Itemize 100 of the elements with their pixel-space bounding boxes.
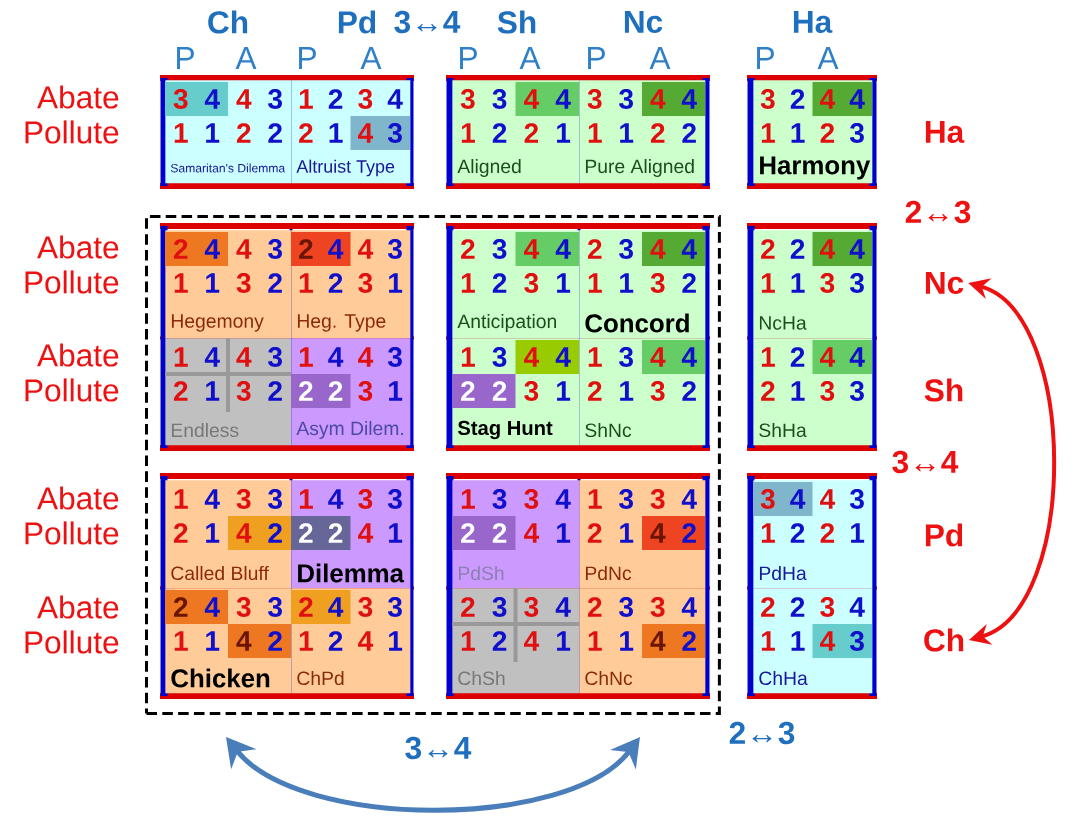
payoff-number: 1: [761, 631, 775, 651]
payoff-number: 4: [328, 597, 344, 617]
payoff-number: 2: [587, 523, 602, 543]
payoff-number: 4: [524, 631, 540, 651]
payoff-number: 4: [790, 489, 806, 509]
payoff-number: 3: [268, 239, 282, 259]
game-name: PdSh: [458, 565, 504, 581]
payoff-number: 1: [461, 631, 475, 651]
payoff-number: 2: [328, 89, 343, 109]
game-cell: [753, 480, 873, 589]
game-cell: [753, 80, 873, 184]
game-cell: [165, 480, 292, 589]
payoff-number: 4: [650, 631, 666, 651]
game-name: Samaritan's Dilemma: [170, 163, 286, 173]
payoff-number: 4: [555, 89, 571, 109]
payoff-number: 2: [268, 523, 282, 543]
game-name: Altruist Type: [296, 159, 395, 177]
payoff-number: 4: [650, 523, 666, 543]
payoff-number: 1: [620, 631, 634, 651]
payoff-number: 4: [849, 347, 865, 367]
payoff-number: 3: [650, 597, 665, 617]
payoff-number: 3: [619, 347, 633, 367]
game-cell: [753, 338, 873, 446]
payoff-number: 3: [492, 239, 507, 259]
payoff-number: 3: [268, 347, 282, 367]
payoff-number: 3: [524, 489, 539, 509]
payoff-number: 4: [681, 89, 697, 109]
payoff-number: 1: [174, 489, 188, 509]
payoff-number: 4: [555, 239, 571, 259]
game-cell: [452, 480, 580, 589]
column-header: Pd: [338, 10, 376, 34]
swap-label: 3↔4: [405, 736, 472, 760]
payoff-number: 1: [206, 523, 220, 543]
payoff-number: 2: [587, 597, 602, 617]
payoff-number: 1: [557, 381, 571, 401]
payoff-number: 1: [791, 123, 805, 143]
payoff-number: 3: [849, 123, 864, 143]
payoff-number: 4: [236, 239, 252, 259]
payoff-number: 1: [557, 523, 571, 543]
payoff-number: 1: [761, 523, 775, 543]
payoff-number: 3: [492, 597, 507, 617]
payoff-number: 3: [849, 273, 864, 293]
payoff-number: 3: [358, 273, 373, 293]
payoff-number: 1: [299, 489, 313, 509]
payoff-number: 4: [820, 89, 836, 109]
payoff-number: 3: [492, 489, 507, 509]
payoff-number: 2: [173, 597, 188, 617]
payoff-number: 2: [299, 523, 313, 543]
payoff-number: 2: [492, 273, 507, 293]
game-name: ChSh: [458, 670, 505, 686]
payoff-number: 2: [761, 381, 775, 401]
payoff-number: 4: [204, 239, 220, 259]
payoff-number: 3: [236, 273, 251, 293]
game-name: Harmony: [760, 156, 871, 180]
payoff-number: 1: [791, 631, 805, 651]
game-name: Aligned: [457, 159, 521, 177]
payoff-number: 3: [358, 489, 373, 509]
swap-label: 2↔3: [729, 721, 795, 745]
payoff-number: 2: [492, 381, 507, 401]
game-cell: [452, 80, 580, 184]
game-cell: [579, 80, 706, 184]
payoff-number: 3: [619, 597, 633, 617]
payoff-number: 2: [328, 523, 343, 543]
game-name: Dilemma: [298, 563, 405, 583]
payoff-number: 1: [389, 631, 403, 651]
payoff-number: 1: [620, 523, 634, 543]
row-label: Ch: [924, 628, 964, 652]
game-cell: [452, 338, 580, 446]
payoff-number: 1: [206, 381, 220, 401]
payoff-number: 1: [620, 273, 634, 293]
game-name: Asym Dilem.: [296, 421, 403, 439]
payoff-number: 2: [173, 381, 188, 401]
payoff-number: 3: [387, 239, 402, 259]
game-cell: [753, 588, 873, 694]
game-name: Pure Aligned: [585, 159, 694, 177]
payoff-number: 4: [358, 523, 374, 543]
payoff-number: 4: [524, 239, 540, 259]
column-header: Nc: [624, 10, 663, 34]
payoff-number: 2: [492, 631, 507, 651]
payoff-number: 3: [524, 273, 539, 293]
payoff-number: 3: [460, 89, 475, 109]
payoff-number: 4: [204, 89, 220, 109]
payoff-number: 2: [236, 123, 251, 143]
game-cell: [165, 588, 292, 694]
game-cell: [291, 230, 411, 339]
game-cell: [753, 230, 873, 339]
payoff-number: 3: [760, 489, 775, 509]
payoff-number: 1: [851, 523, 865, 543]
row-label: Nc: [925, 271, 964, 295]
payoff-number: 3: [387, 123, 402, 143]
payoff-number: 1: [461, 123, 475, 143]
payoff-number: 1: [620, 123, 634, 143]
swap-label: 2↔3: [905, 200, 971, 224]
payoff-number: 3: [268, 597, 282, 617]
game-name: Concord: [585, 313, 689, 333]
payoff-number: 4: [387, 89, 403, 109]
payoff-number: 4: [555, 597, 571, 617]
payoff-number: 2: [790, 523, 805, 543]
payoff-number: 2: [328, 381, 343, 401]
payoff-number: 3: [650, 273, 665, 293]
